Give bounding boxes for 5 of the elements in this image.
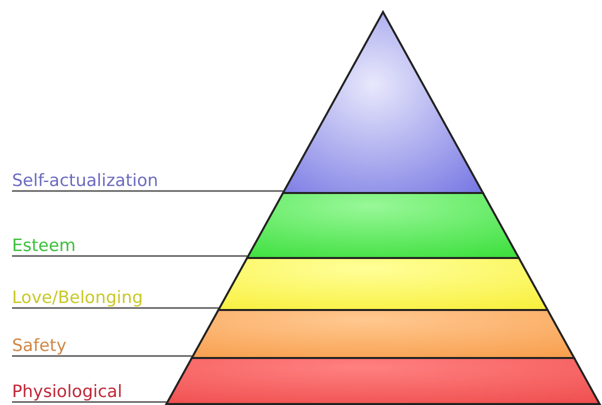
tier-label: Love/Belonging (12, 288, 143, 308)
tier-label: Safety (12, 336, 66, 356)
tier-label: Esteem (12, 236, 76, 256)
tier-label: Self-actualization (12, 171, 158, 191)
tier-label: Physiological (12, 382, 122, 402)
